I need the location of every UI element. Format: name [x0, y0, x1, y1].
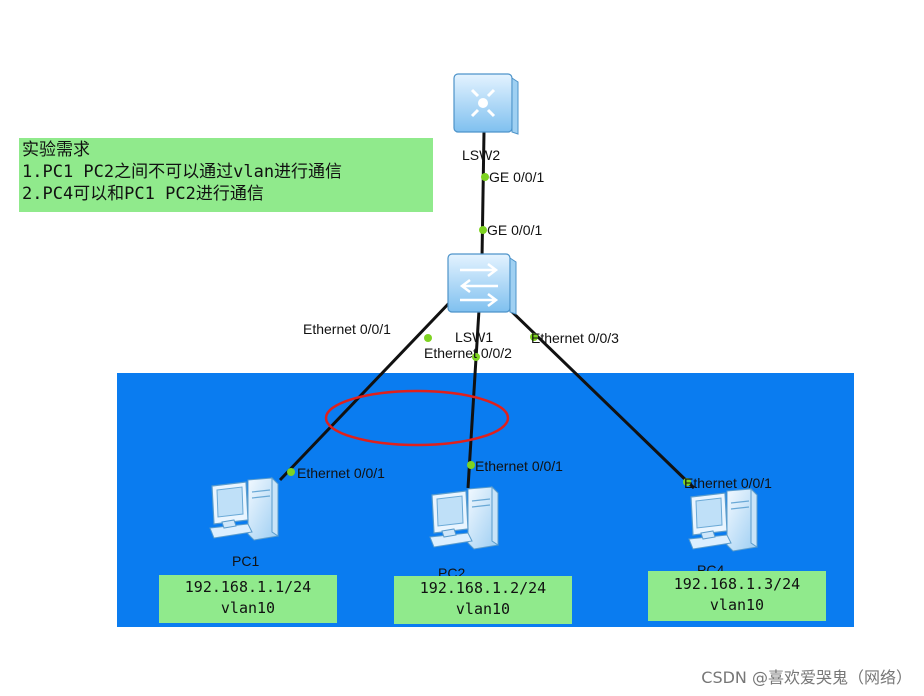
lsw2-label: LSW2 [462, 147, 500, 163]
port-dots [287, 173, 691, 486]
watermark: CSDN @喜欢爱哭鬼（网络） [701, 668, 912, 687]
port-dot [424, 334, 432, 342]
port-label-lsw1-e1: Ethernet 0/0/1 [303, 321, 391, 337]
pc2-note: 192.168.1.2/24 vlan10 [394, 576, 572, 624]
port-dot [479, 226, 487, 234]
link-lsw1-pc1 [278, 298, 454, 482]
requirements-heading: 实验需求 [22, 140, 90, 160]
pc1-ip: 192.168.1.1/24 [184, 578, 312, 596]
pc1-vlan: vlan10 [220, 599, 276, 617]
port-label-lsw2-ge: GE 0/0/1 [489, 169, 544, 185]
link-lsw2-lsw1 [480, 131, 486, 259]
port-dot [287, 468, 295, 476]
highlight-ellipse [324, 389, 510, 447]
pc1-device[interactable]: PC1 [209, 477, 279, 569]
pc4-ip: 192.168.1.3/24 [673, 575, 801, 593]
lsw2-device[interactable]: LSW2 [453, 73, 519, 163]
port-dot [530, 333, 538, 341]
pc4-vlan: vlan10 [709, 596, 765, 614]
core-switch-icon [453, 73, 519, 135]
lsw1-device[interactable]: LSW1 [447, 253, 517, 345]
pc-icon [688, 488, 758, 552]
pc-icon [429, 486, 499, 550]
pc2-vlan: vlan10 [455, 600, 511, 618]
requirement-item: 2.PC4可以和PC1 PC2进行通信 [22, 184, 264, 204]
pc2-ip: 192.168.1.2/24 [419, 579, 547, 597]
link-lsw1-pc2 [466, 309, 481, 489]
port-label-lsw1-e2: Ethernet 0/0/2 [424, 345, 512, 361]
lsw1-label: LSW1 [455, 329, 493, 345]
pc-icon [209, 477, 279, 541]
port-label-lsw1-e3: Ethernet 0/0/3 [531, 330, 619, 346]
pc4-note: 192.168.1.3/24 vlan10 [648, 571, 826, 621]
pc1-label: PC1 [232, 553, 259, 569]
port-dot [467, 461, 475, 469]
port-dot [481, 173, 489, 181]
port-label-pc1: Ethernet 0/0/1 [297, 465, 385, 481]
port-dot [472, 353, 480, 361]
port-label-pc4: Ethernet 0/0/1 [684, 475, 772, 491]
requirements-note: 实验需求 1.PC1 PC2之间不可以通过vlan进行通信 2.PC4可以和PC… [19, 138, 433, 212]
port-dot [683, 478, 691, 486]
switch-icon [447, 253, 517, 315]
port-label-lsw1-ge: GE 0/0/1 [487, 222, 542, 238]
port-label-pc2: Ethernet 0/0/1 [475, 458, 563, 474]
requirement-item: 1.PC1 PC2之间不可以通过vlan进行通信 [22, 162, 343, 182]
pc1-note: 192.168.1.1/24 vlan10 [159, 575, 337, 623]
